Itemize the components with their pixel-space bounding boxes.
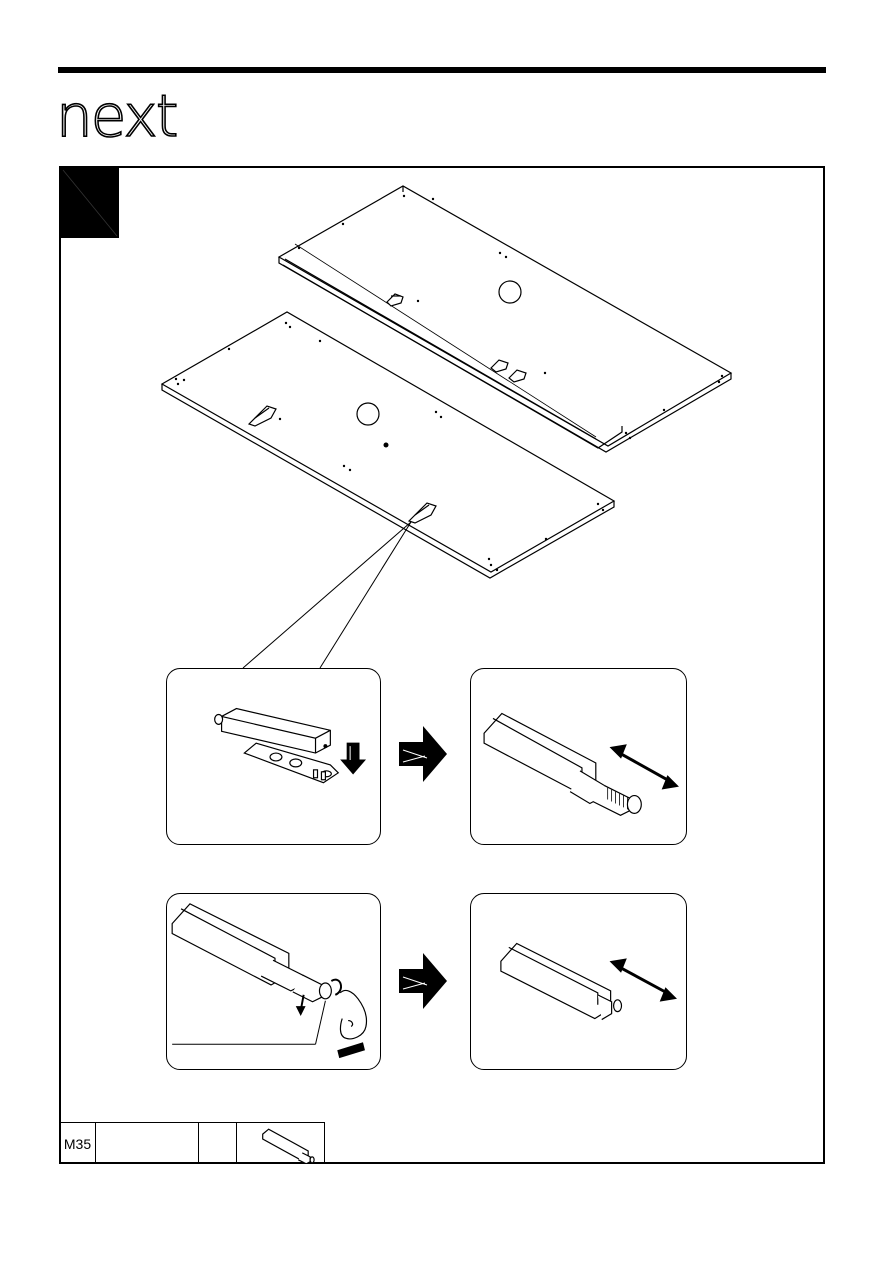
callout-lines bbox=[243, 522, 411, 668]
latch-mount-detail bbox=[166, 668, 381, 845]
front-latch-2 bbox=[409, 503, 436, 523]
part-name bbox=[96, 1123, 199, 1164]
latch-adjust-detail bbox=[166, 893, 381, 1070]
down-arrow-icon bbox=[341, 743, 365, 774]
parts-table: M35 bbox=[60, 1122, 325, 1164]
back-panel bbox=[279, 186, 731, 452]
back-latch-1 bbox=[387, 294, 403, 306]
back-latch-2 bbox=[491, 360, 508, 372]
part-code: M35 bbox=[60, 1123, 96, 1164]
push-latch-extended-icon bbox=[471, 669, 686, 844]
push-latch-snap-icon bbox=[167, 669, 380, 844]
next-step-arrow-icon bbox=[399, 726, 447, 782]
latch-travel-detail bbox=[470, 668, 687, 845]
double-arrow-icon-2 bbox=[613, 960, 674, 1000]
double-arrow-icon bbox=[613, 746, 676, 788]
part-qty bbox=[199, 1123, 237, 1164]
front-latch-1 bbox=[249, 406, 276, 426]
back-latch-3 bbox=[509, 370, 526, 382]
push-latch-retracted-icon bbox=[471, 894, 686, 1069]
latch-retracted-detail bbox=[470, 893, 687, 1070]
push-latch-icon bbox=[237, 1123, 325, 1164]
push-latch-adjust-icon bbox=[167, 894, 380, 1069]
next-step-arrow-icon-2 bbox=[399, 953, 447, 1009]
